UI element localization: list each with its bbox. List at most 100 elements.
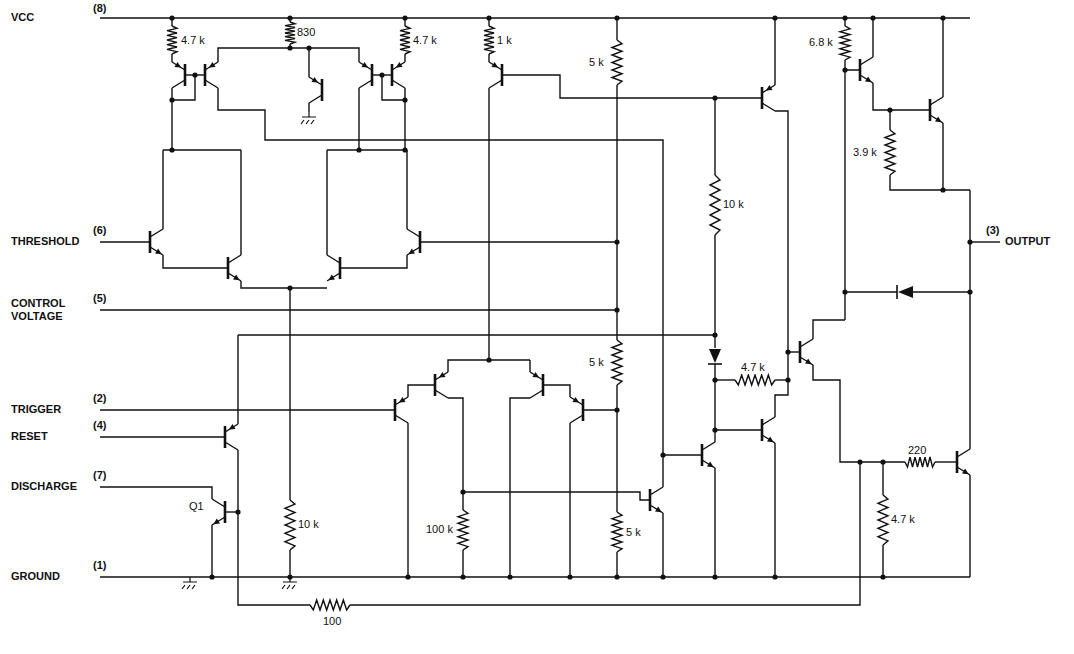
- junction-dot: [192, 72, 197, 77]
- component-value: 5 k: [588, 56, 605, 69]
- pin-number: (5): [92, 292, 107, 305]
- wire: [583, 409, 617, 410]
- pin-name: GROUND: [10, 570, 61, 583]
- junction-dot: [356, 147, 361, 152]
- wire: [100, 576, 970, 577]
- junction-dot: [712, 95, 717, 100]
- junction-dot: [209, 574, 214, 579]
- junction-dot: [614, 407, 619, 412]
- transistor-symbol: [800, 339, 813, 365]
- component-value: 4.7 k: [180, 34, 206, 47]
- junction-dot: [402, 97, 407, 102]
- wire: [889, 110, 890, 130]
- junction-dot: [967, 289, 972, 294]
- junction-dot: [306, 45, 311, 50]
- junction-dot: [712, 574, 717, 579]
- wire: [100, 17, 970, 18]
- junction-dot: [712, 427, 717, 432]
- junction-dot: [507, 574, 512, 579]
- transistor-symbol: [762, 417, 775, 443]
- wire: [872, 18, 873, 57]
- pin-name: VCC: [10, 11, 35, 24]
- pin-name: OUTPUT: [1004, 235, 1051, 248]
- wire: [714, 468, 715, 577]
- wire: [969, 190, 970, 449]
- wire: [662, 455, 663, 487]
- transistor-symbol: [530, 372, 543, 398]
- wire: [326, 150, 327, 255]
- resistor-symbol: [285, 22, 295, 44]
- wire: [813, 365, 905, 462]
- wire: [237, 450, 238, 512]
- wire: [308, 103, 309, 112]
- pin-name: CONTROL VOLTAGE: [10, 297, 92, 323]
- resistor-symbol: [710, 175, 720, 235]
- wire: [404, 54, 405, 62]
- wire: [774, 443, 775, 577]
- resistor-symbol: [612, 40, 622, 85]
- junction-dot: [870, 15, 875, 20]
- wire: [100, 309, 617, 310]
- junction-dot: [660, 574, 665, 579]
- junction-dot: [614, 15, 619, 20]
- junction-dot: [614, 574, 619, 579]
- resistor-symbol: [735, 375, 775, 385]
- wire: [290, 48, 359, 62]
- junction-dot: [169, 97, 174, 102]
- wire: [358, 88, 359, 150]
- wire: [942, 18, 943, 97]
- wire: [350, 462, 860, 605]
- pin-name: TRIGGER: [10, 403, 62, 416]
- wire: [774, 18, 775, 85]
- junction-dot: [940, 15, 945, 20]
- junction-dot: [712, 332, 717, 337]
- wire: [488, 88, 489, 360]
- transistor-symbol: [212, 499, 225, 525]
- resistor-symbol: [285, 500, 295, 550]
- wire: [100, 241, 150, 242]
- transistor-symbol: [762, 85, 775, 111]
- transistor-symbol: [702, 442, 715, 468]
- wire: [845, 291, 897, 292]
- junction-dot: [660, 452, 665, 457]
- wire: [616, 85, 617, 340]
- junction-dot: [287, 15, 292, 20]
- transistor-symbol: [395, 397, 408, 423]
- wire: [873, 83, 930, 110]
- junction-dot: [405, 574, 410, 579]
- junction-dot: [287, 285, 292, 290]
- wire: [502, 75, 762, 98]
- wire: [616, 385, 617, 512]
- junction-dot: [880, 574, 885, 579]
- wire: [404, 88, 405, 150]
- diode-symbol: [708, 349, 722, 364]
- wire: [172, 75, 195, 100]
- junction-dot: [614, 239, 619, 244]
- junction-dot: [567, 574, 572, 579]
- component-value: 4.7 k: [740, 361, 766, 374]
- resistor-symbol: [905, 457, 935, 467]
- wire: [813, 320, 845, 339]
- diode-symbol: [897, 285, 913, 299]
- component-value: 10 k: [722, 198, 745, 211]
- resistor-symbol: [310, 600, 350, 610]
- wire: [969, 475, 970, 577]
- wire: [382, 75, 405, 100]
- transistor-symbol: [957, 449, 970, 475]
- junction-dot: [967, 239, 972, 244]
- wire: [662, 513, 663, 577]
- resistor-symbol: [878, 495, 888, 545]
- junction-dot: [857, 459, 862, 464]
- wire: [488, 54, 489, 62]
- wire: [942, 123, 943, 190]
- wire: [327, 149, 407, 150]
- pin-name: THRESHOLD: [10, 235, 80, 248]
- junction-dot: [785, 377, 790, 382]
- wire: [663, 454, 702, 455]
- wire: [845, 60, 860, 70]
- transistor-symbol: [205, 62, 218, 88]
- wire: [238, 334, 715, 335]
- junction-dot: [379, 72, 384, 77]
- transistor-symbol: [570, 397, 583, 423]
